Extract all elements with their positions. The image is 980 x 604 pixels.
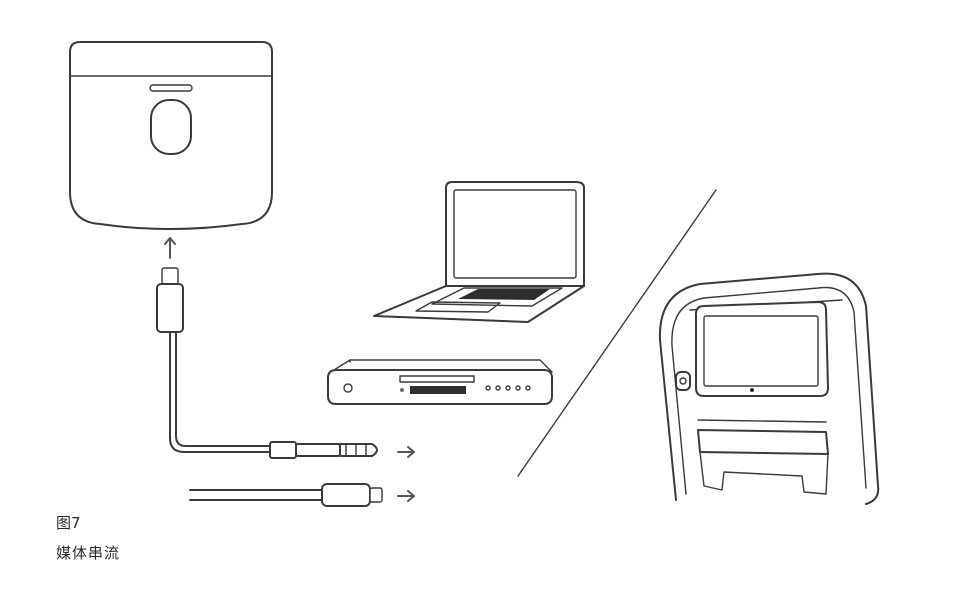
cd-player-icon xyxy=(327,359,553,405)
laptop-icon xyxy=(373,181,585,323)
audio-jack-icon xyxy=(269,441,378,459)
usb-c-cable-icon xyxy=(189,483,383,507)
section-divider xyxy=(517,189,717,477)
arrow-up-icon xyxy=(164,237,176,259)
figure-label: 图7 xyxy=(56,514,81,532)
usb-c-cable-icon xyxy=(156,267,271,453)
arrow-right-icon xyxy=(397,446,415,458)
seatback-screen-icon xyxy=(658,272,880,505)
arrow-right-icon xyxy=(397,490,415,502)
transmitter-case-icon xyxy=(69,41,273,230)
figure-title: 媒体串流 xyxy=(56,544,121,562)
